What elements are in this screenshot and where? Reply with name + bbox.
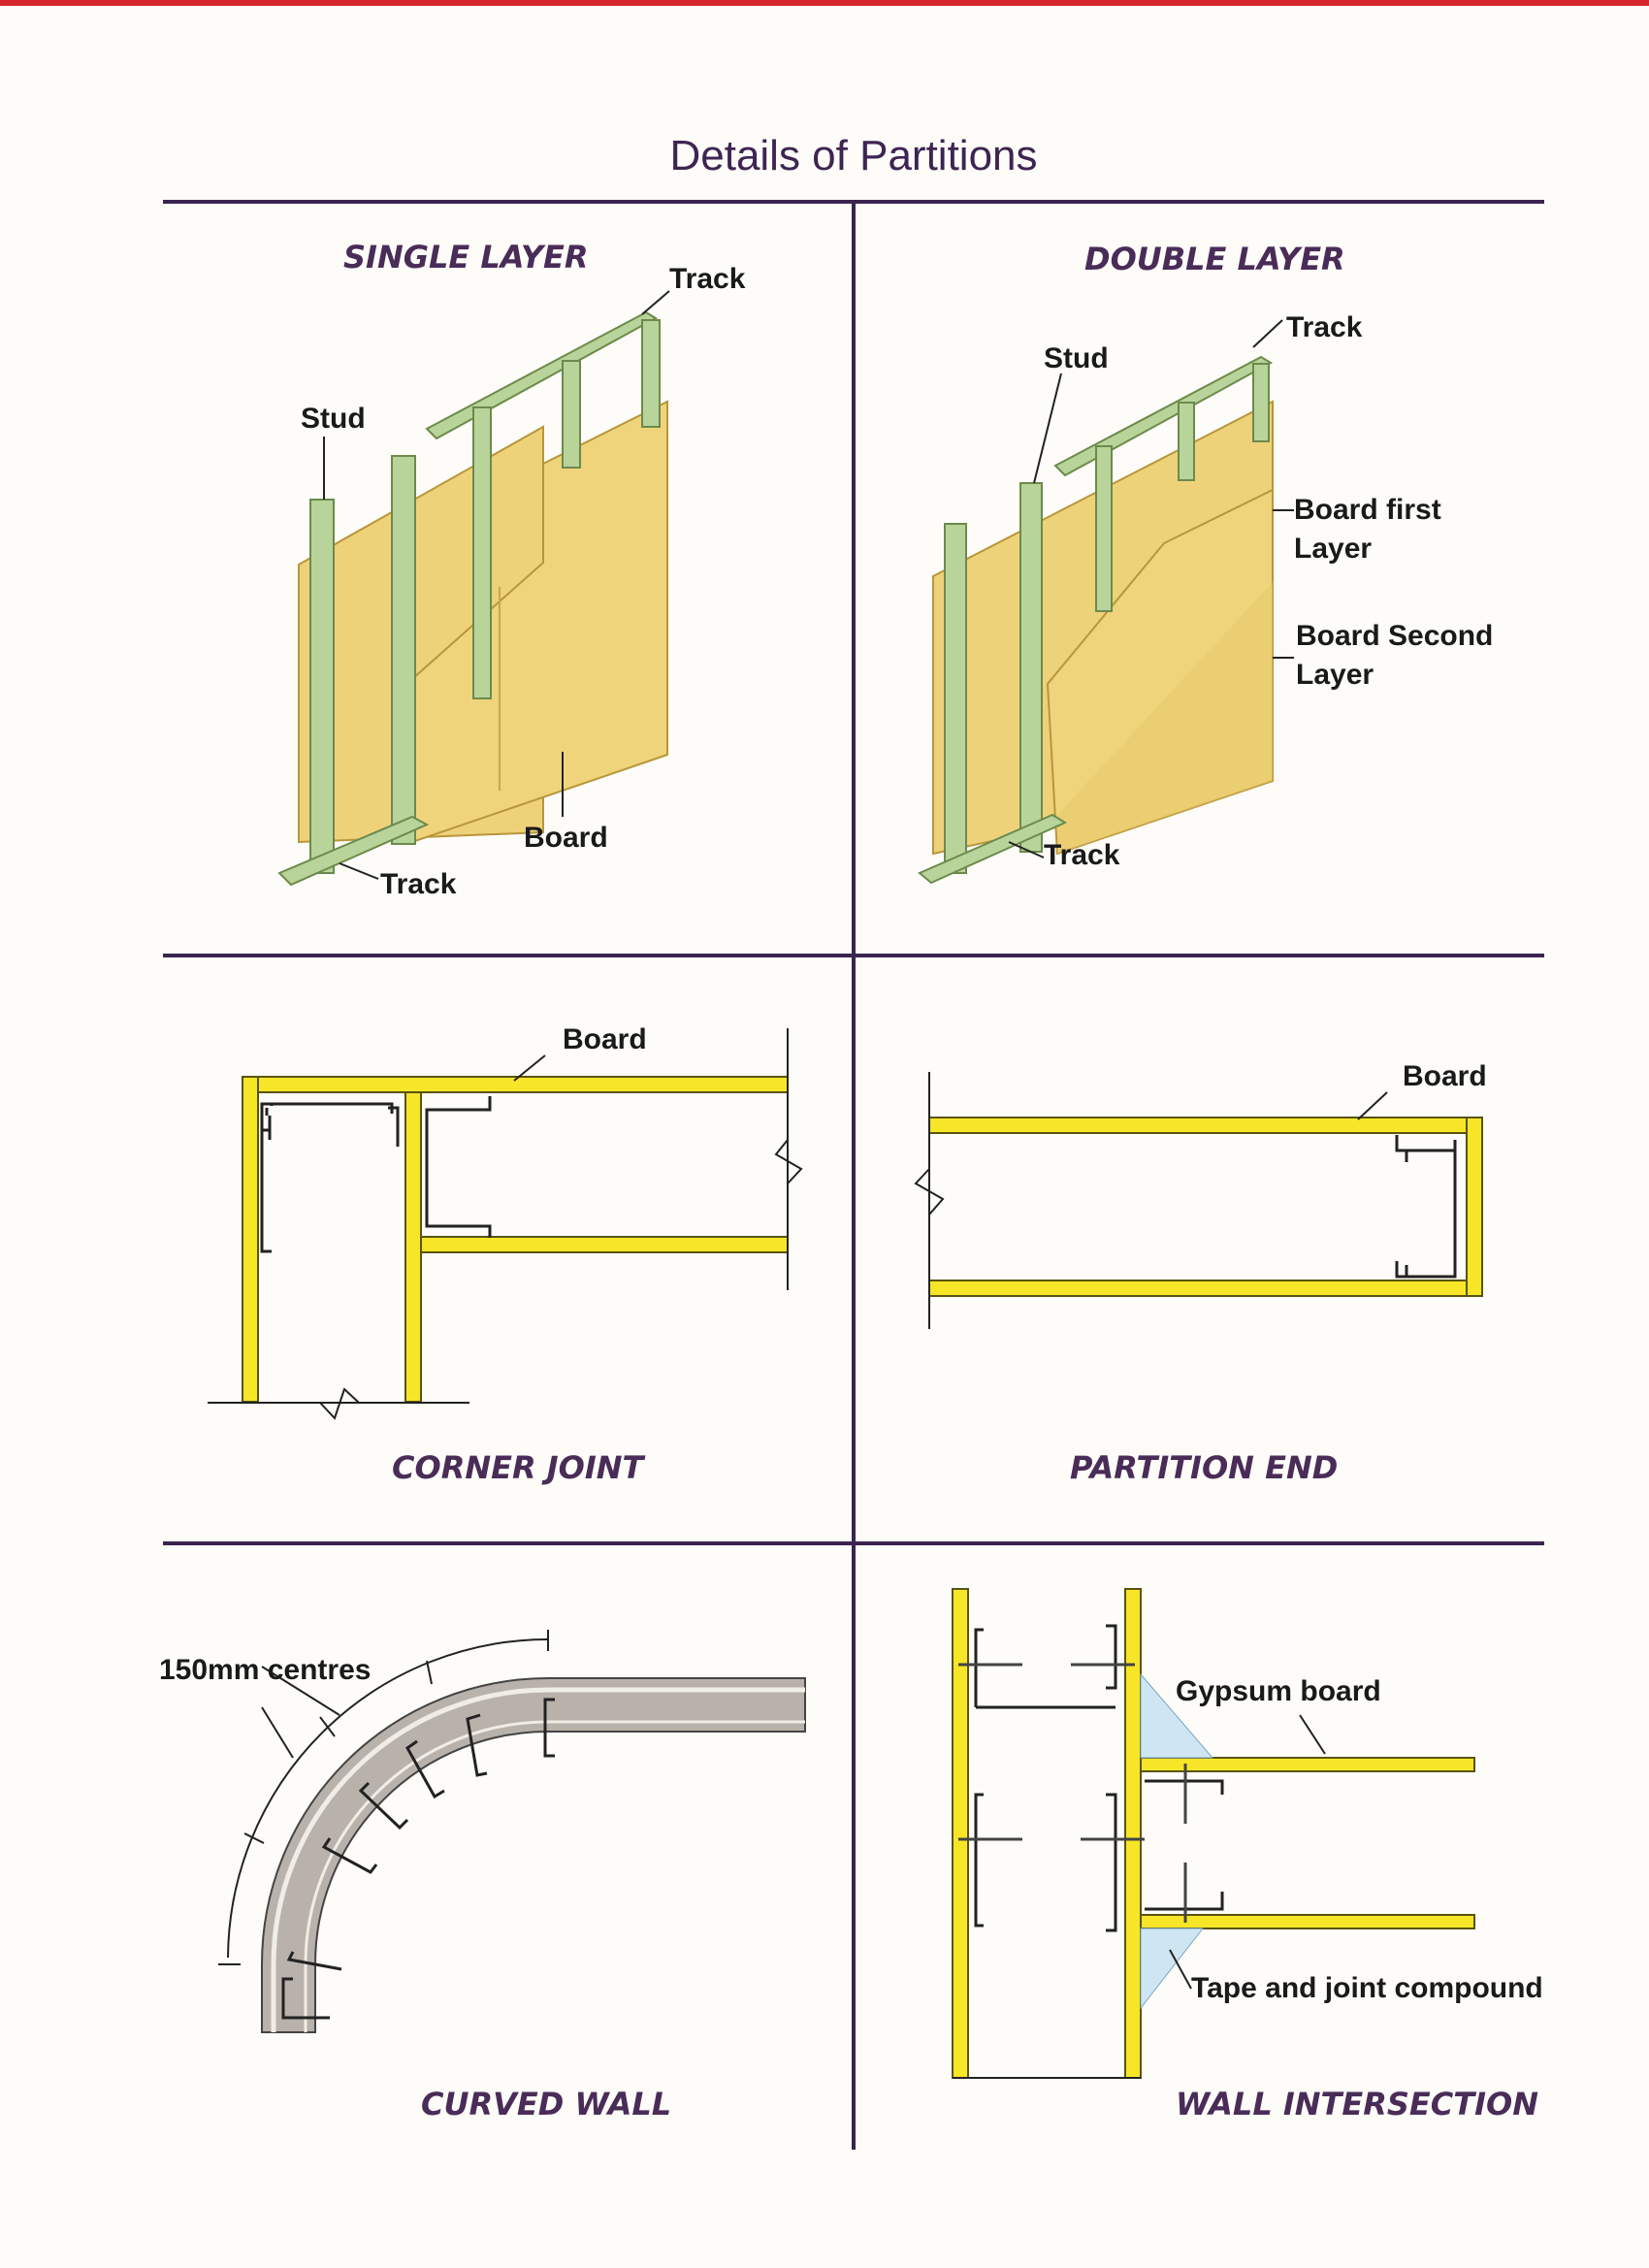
intersection-stud-branch-2 [1145,1892,1224,1911]
intersection-stud-3 [974,1793,984,1928]
wall-intersection-title: WALL INTERSECTION [1176,2086,1538,2122]
double-board-lower [1057,582,1273,854]
curved-stud-5 [321,1837,378,1874]
intersection-stud-4 [1106,1793,1117,1932]
single-stud-back-2 [562,360,581,469]
single-layer-title: SINGLE LAYER [343,239,589,275]
intersection-wall-right-board [1124,1588,1142,2079]
curved-dimension-arc [227,1638,549,1959]
double-stud-back-3 [1252,363,1270,442]
intersection-wall-left-board [952,1588,969,2079]
rule-vertical [852,200,856,2150]
corner-joint-diagram [208,1028,803,1420]
single-stud-front-2 [391,455,416,845]
single-stud-back-3 [641,319,661,428]
curved-stud-6 [286,1951,342,1971]
intersection-branch-board-bottom [1140,1914,1475,1929]
intersection-joint-compound-bottom [1140,1928,1205,2010]
intersection-stud-2 [1106,1624,1117,1690]
single-label-stud: Stud [301,403,366,435]
partition-end-diagram [914,1072,1483,1329]
double-stud-back-1 [1095,445,1113,612]
single-layer-diagram [277,290,670,887]
double-label-board-second-2: Layer [1296,659,1374,691]
corner-stud-1 [260,1102,394,1253]
curved-stud-3 [405,1739,445,1799]
curved-wall-title: CURVED WALL [421,2086,672,2122]
intersection-joint-compound-top [1140,1672,1214,1759]
double-label-track-bottom: Track [1044,839,1120,871]
intersection-label-gypsum: Gypsum board [1176,1675,1381,1707]
double-label-board-first-2: Layer [1294,533,1373,565]
single-track-bottom [277,815,430,887]
corner-stud-2 [265,1106,400,1147]
single-label-board: Board [524,822,608,854]
partition-end-board-end [1466,1117,1483,1297]
corner-joint-title: CORNER JOINT [392,1449,644,1486]
corner-stud-4 [260,1116,272,1147]
curved-stud-2 [466,1713,488,1777]
corner-label-board: Board [563,1023,647,1055]
curved-label-centres: 150mm centres [159,1654,372,1686]
top-color-band [0,0,1649,6]
page-title: Details of Partitions [669,132,1038,179]
partition-end-stud [1395,1135,1457,1279]
single-label-track-top: Track [669,263,746,295]
curved-stud-1 [543,1698,555,1758]
curved-stud-4 [358,1781,409,1831]
double-label-board-first-1: Board first [1294,494,1441,526]
intersection-branch-board-top [1140,1757,1475,1772]
double-stud-back-2 [1178,402,1195,481]
curved-wall-body [261,1677,806,2033]
double-label-stud: Stud [1044,342,1109,374]
double-layer-diagram [918,319,1294,885]
double-track-bottom [918,813,1068,885]
single-stud-back-1 [472,406,492,699]
intersection-stud-branch-1 [1145,1779,1224,1795]
curved-wall-diagram [218,1630,806,2033]
partition-end-label-board: Board [1403,1060,1487,1092]
single-label-track-bottom: Track [380,868,457,900]
single-stud-front-1 [309,499,335,874]
double-layer-title: DOUBLE LAYER [1084,241,1345,277]
double-stud-front-1 [944,523,967,874]
intersection-label-tape: Tape and joint compound [1191,1972,1543,2004]
double-label-board-second-1: Board Second [1296,620,1494,652]
intersection-stud-1 [974,1628,984,1707]
corner-stud-3 [425,1096,492,1238]
double-label-track-top: Track [1286,311,1363,343]
wall-intersection-diagram [952,1588,1475,2079]
curved-stud-7 [281,1977,330,2020]
partition-end-title: PARTITION END [1070,1449,1339,1486]
